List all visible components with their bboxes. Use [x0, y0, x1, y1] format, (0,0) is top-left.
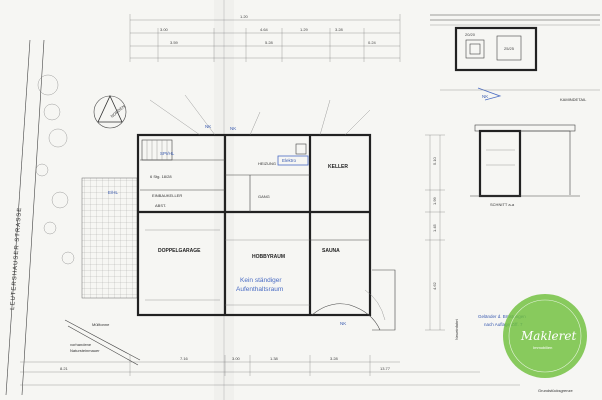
- dim-right-1: 1.99: [432, 196, 437, 205]
- watermark-tag: Immobilien: [533, 345, 552, 350]
- room-stiege: 6 Stg. 18/28: [150, 174, 172, 179]
- dim-right-2: 1.45: [432, 223, 437, 232]
- watermark-logo: Makleret Immobilien: [503, 294, 587, 378]
- dim-bottom-1: 3.00: [232, 356, 241, 361]
- dim-top-0: 1.20: [240, 14, 249, 19]
- mauer-label-1: vorhandene: [70, 342, 92, 347]
- mulltonne-label: Mülltonne: [92, 322, 110, 327]
- room-sauna: SAUNA: [322, 248, 340, 254]
- handwritten-annotations: Kein ständiger Aufenthaltsraum Elektro N…: [108, 124, 346, 326]
- top-dimension-chain: 1.20 3.00 4.64 1.29 3.28 3.59 5.28 0.24: [129, 14, 401, 62]
- dim-bottom-5: 13.77: [380, 366, 391, 371]
- right-dimension-chain: 5.10 1.99 1.45 4.62: [425, 134, 445, 331]
- dim-bottom-3: 3.28: [330, 356, 339, 361]
- kein-aufenthalt-2: Aufenthaltsraum: [236, 286, 283, 293]
- kamin-dim-2: 25/25: [504, 46, 515, 51]
- dim-right-0: 5.10: [432, 156, 437, 165]
- dim-top-5: 3.59: [170, 40, 179, 45]
- bottom-dimension-chain: 7.16 3.00 1.38 3.28 8.21 13.77 Grundstüc…: [20, 355, 573, 393]
- stairs: [141, 139, 173, 161]
- dim-bottom-2: 1.38: [270, 356, 279, 361]
- dim-top-2: 4.64: [260, 27, 269, 32]
- schnitt-section: SCHNITT a-a: [470, 124, 580, 207]
- building-outline: [136, 94, 396, 331]
- dim-top-6: 5.28: [265, 40, 274, 45]
- mauer-label-2: Natursteinmauer: [70, 348, 100, 353]
- elektro-note: Elektro: [282, 158, 297, 163]
- ehl-note: E/HL: [108, 190, 119, 195]
- room-heizung: HEIZUNG: [258, 161, 276, 166]
- room-keller: KELLER: [328, 164, 348, 170]
- room-gang: GANG: [258, 194, 270, 199]
- spi-note: SPI/HL: [160, 151, 175, 156]
- room-einbau: EINBAUKELLER: [152, 193, 182, 198]
- kamin-dim-1: 20/20: [465, 32, 476, 37]
- dim-right-3: 4.62: [432, 281, 437, 290]
- kamindetail: 25/25 20/20 NK KAMINDETAIL: [430, 14, 600, 102]
- dim-top-1: 3.00: [160, 27, 169, 32]
- room-hobbyraum: HOBBYRAUM: [252, 254, 285, 260]
- room-abstell: ABST.: [155, 203, 166, 208]
- kamin-nk: NK: [482, 94, 488, 99]
- gelaender-note-1: Geländer d. Brüstungen: [478, 314, 526, 319]
- room-doppelgarage: DOPPELGARAGE: [158, 248, 201, 254]
- dim-bottom-0: 7.16: [180, 356, 189, 361]
- neueinfahrt-label: Neueinfahrt: [454, 318, 459, 340]
- kein-aufenthalt-1: Kein ständiger: [240, 277, 282, 284]
- dim-top-7: 0.24: [368, 40, 377, 45]
- nk-note-2: NK: [205, 124, 211, 129]
- dim-bottom-4: 8.21: [60, 366, 69, 371]
- nk-note-3: NK: [340, 321, 346, 326]
- dim-top-3: 1.29: [300, 27, 309, 32]
- gelaender-note-2: nach Auflage Ziff. 7: [484, 322, 523, 327]
- nk-note-1: NK: [230, 126, 236, 131]
- schnitt-label: SCHNITT a-a: [490, 202, 515, 207]
- grenze-label: Grundstücksgrenze: [538, 388, 573, 393]
- watermark-brand: Makleret: [520, 329, 576, 343]
- kamindetail-label: KAMINDETAIL: [560, 97, 587, 102]
- dim-top-4: 3.28: [335, 27, 344, 32]
